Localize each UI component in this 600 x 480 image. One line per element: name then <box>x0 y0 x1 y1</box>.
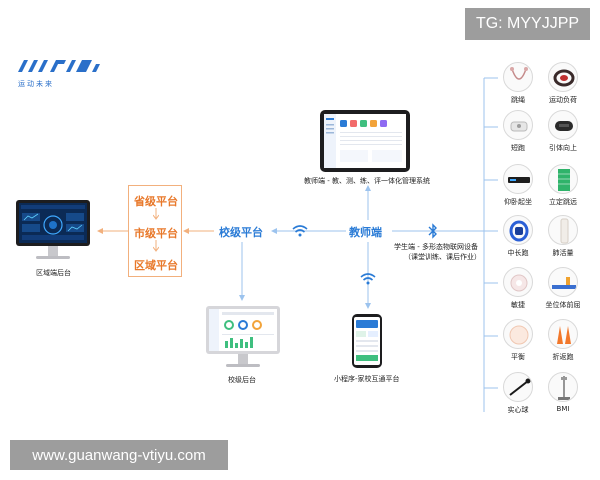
provincial-platform-label: 省级平台 <box>134 195 178 208</box>
device-pullup-sensor <box>548 110 578 140</box>
device-sit-reach <box>548 267 578 297</box>
device-label: 平衡 <box>511 353 525 361</box>
school-backend-caption: 校级后台 <box>228 376 256 384</box>
miniprogram-screen-icon <box>354 317 380 365</box>
teacher-tablet <box>320 110 410 172</box>
device-label: BMI <box>556 405 570 413</box>
device-balance-pad <box>503 319 533 349</box>
device-agility-pod <box>503 267 533 297</box>
dashboard-screen-icon <box>19 203 87 243</box>
pullup-sensor-icon <box>555 121 573 131</box>
school-dashboard-screen-icon <box>209 309 277 351</box>
device-label: 运动负荷 <box>549 96 577 104</box>
device-wristband <box>503 215 533 245</box>
teacher-node: 教师端 <box>346 224 385 240</box>
device-label: 跳绳 <box>511 96 525 104</box>
district-backend-caption: 区域端后台 <box>36 269 71 277</box>
device-heart-band <box>548 62 578 92</box>
agility-pod-icon <box>510 274 528 292</box>
bluetooth-icon <box>428 223 437 239</box>
bmi-scale-icon <box>558 376 570 400</box>
parent-phone <box>352 314 382 368</box>
district-platform-label: 区域平台 <box>134 259 178 272</box>
device-label: 肺活量 <box>552 249 574 257</box>
device-sprint-sensor <box>503 110 533 140</box>
device-shuttle-cone <box>548 319 578 349</box>
school-backend-monitor <box>206 306 280 367</box>
long-jump-mat-icon <box>558 169 570 191</box>
url-watermark: www.guanwang-vtiyu.com <box>10 440 228 470</box>
down-arrow-icon <box>153 208 159 220</box>
device-label: 短跑 <box>511 144 525 152</box>
district-backend-monitor <box>16 200 90 259</box>
device-label: 坐位体前屈 <box>545 301 581 309</box>
jump-rope-icon <box>510 67 528 80</box>
logo-mark-icon <box>18 60 100 72</box>
device-label: 立定跳远 <box>549 198 577 206</box>
device-medicine-ball <box>503 372 533 402</box>
wristband-icon <box>509 220 529 242</box>
device-jump-rope <box>503 62 533 92</box>
device-label: 折返跑 <box>552 353 574 361</box>
sprint-sensor-icon <box>510 121 528 132</box>
device-label: 中长跑 <box>507 249 529 257</box>
student-caption-line1: 学生端 - 多形态物联网设备 <box>394 243 478 251</box>
situp-mat-icon <box>508 177 530 183</box>
device-label: 仰卧起坐 <box>504 198 532 206</box>
brand-logo: 运动未来 <box>18 58 100 89</box>
device-label: 实心球 <box>507 406 529 414</box>
spirometer-icon <box>560 218 569 244</box>
device-situp-mat <box>503 164 533 194</box>
balance-pad-icon <box>509 325 529 345</box>
platform-hierarchy-box: 省级平台 市级平台 区域平台 <box>128 185 182 277</box>
device-label: 引体向上 <box>549 144 577 152</box>
heart-band-icon <box>553 69 575 87</box>
logo-text: 运动未来 <box>18 80 54 88</box>
school-platform-node: 校级平台 <box>216 224 266 240</box>
teacher-system-caption: 教师端 - 教、测、练、评一体化管理系统 <box>304 177 430 185</box>
down-arrow-icon <box>153 240 159 252</box>
shuttle-cone-icon <box>557 326 571 344</box>
student-caption-line2: （课堂训练、课后作业） <box>404 253 481 261</box>
miniprogram-caption: 小程序-家校互通平台 <box>334 375 400 383</box>
device-bmi-scale <box>548 372 578 402</box>
device-spirometer <box>548 215 578 245</box>
tg-watermark: TG: MYYJJPP <box>465 8 590 40</box>
wifi-icon <box>360 273 376 285</box>
wifi-icon <box>292 225 308 237</box>
device-long-jump-mat <box>548 164 578 194</box>
sit-reach-icon <box>552 277 576 289</box>
medicine-ball-icon <box>509 378 531 396</box>
device-label: 敏捷 <box>511 301 525 309</box>
management-screen-icon <box>324 114 406 168</box>
city-platform-label: 市级平台 <box>134 227 178 240</box>
